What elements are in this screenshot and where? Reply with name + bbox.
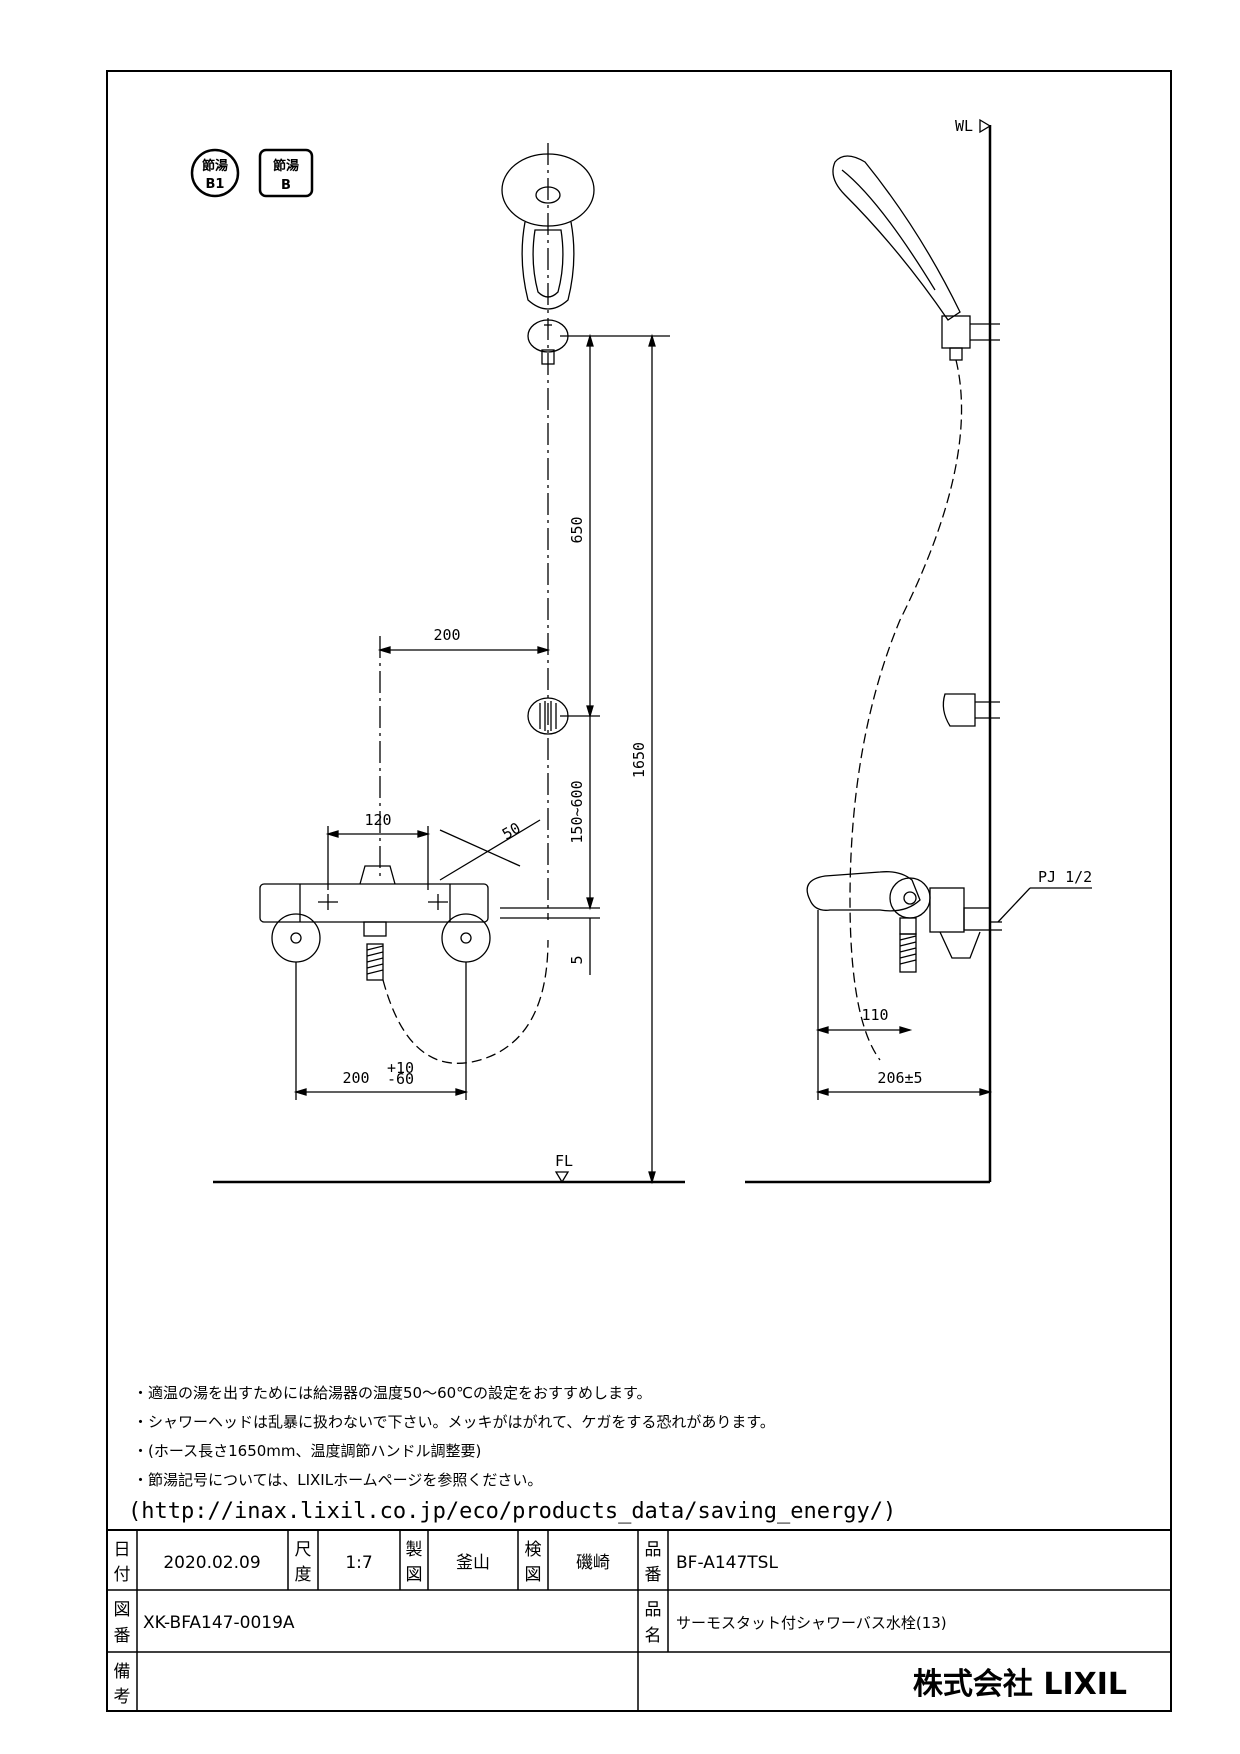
notes-block: ・適温の湯を出すためには給湯器の温度50～60℃の設定をおすすめします。 ・シャ…	[128, 1384, 896, 1524]
dim-50-label: 50	[499, 819, 524, 844]
shower-head-side	[832, 155, 961, 321]
product-name-value: サーモスタット付シャワーバス水栓(13)	[676, 1614, 947, 1632]
dim-1650-label: 1650	[630, 742, 648, 778]
wl-label: WL	[955, 117, 973, 135]
dim-650-label: 650	[568, 516, 586, 543]
drafter-label-2: 図	[406, 1565, 423, 1585]
date-label-1: 日	[114, 1540, 131, 1560]
remarks-label-2: 考	[114, 1687, 131, 1707]
mixer-body-front	[259, 865, 491, 981]
badge-b-top-text: 節湯	[273, 158, 299, 174]
drafter-value: 釜山	[456, 1553, 490, 1573]
scale-value: 1:7	[345, 1553, 372, 1573]
pj-leader	[997, 887, 1031, 923]
note-line-2: ・シャワーヘッドは乱暴に扱わないで下さい。メッキがはがれて、ケガをする恐れがあり…	[133, 1413, 775, 1431]
drafter-label-1: 製	[406, 1540, 423, 1560]
drawing-no-label-2: 番	[114, 1626, 131, 1646]
scale-label-2: 度	[295, 1565, 312, 1585]
dim-line-50	[439, 829, 521, 867]
note-line-1: ・適温の湯を出すためには給湯器の温度50～60℃の設定をおすすめします。	[133, 1384, 652, 1402]
setsuyu-b1-badge: 節湯 B1	[190, 148, 240, 198]
dim-200-tol-label: 200	[342, 1069, 369, 1087]
badge-b1-bottom-text: B1	[206, 177, 225, 192]
checker-label-1: 検	[525, 1540, 542, 1560]
dim-120-label: 120	[364, 811, 391, 829]
outer-frame	[106, 70, 1172, 1712]
dim-110-label: 110	[861, 1006, 888, 1024]
note-url: (http://inax.lixil.co.jp/eco/products_da…	[128, 1499, 896, 1524]
hose-side	[849, 359, 963, 1061]
date-value: 2020.02.09	[163, 1553, 260, 1573]
top-holder-side	[941, 315, 971, 349]
product-name-label-1: 品	[645, 1600, 662, 1620]
product-name-label-2: 名	[645, 1626, 662, 1646]
date-label-2: 付	[114, 1565, 131, 1585]
slide-holder-side	[942, 693, 976, 727]
badge-b1-top-text: 節湯	[202, 158, 228, 174]
checker-label-2: 図	[525, 1565, 542, 1585]
note-line-4: ・節湯記号については、LIXILホームページを参照ください。	[133, 1471, 542, 1489]
pj-label: PJ 1/2	[1038, 868, 1092, 886]
hose-loop-front	[382, 939, 549, 1064]
tol-minus-label: -60	[387, 1070, 414, 1088]
company-logo: 株式会社 LIXIL	[913, 1667, 1127, 1702]
front-view: FL	[213, 143, 685, 1185]
part-no-value: BF-A147TSL	[676, 1553, 778, 1573]
title-block	[107, 1529, 1171, 1711]
badge-b-bottom-text: B	[281, 178, 291, 193]
mixer-body-side	[806, 871, 1002, 973]
part-no-label-2: 番	[645, 1565, 662, 1585]
remarks-label-1: 備	[114, 1662, 131, 1682]
side-view: WL	[745, 117, 1092, 1184]
title-block-text: 日 付 2020.02.09 尺 度 1:7 製 図 釜山 検 図 磯崎 品 番…	[114, 1540, 1128, 1707]
tol-plus-label: +10	[387, 1059, 414, 1077]
scale-label-1: 尺	[295, 1540, 312, 1560]
shower-head-front	[501, 153, 595, 310]
drawing-no-label-1: 図	[114, 1600, 131, 1620]
checker-value: 磯崎	[576, 1553, 610, 1573]
fl-label: FL	[555, 1152, 573, 1170]
fl-marker	[554, 1171, 570, 1184]
drawing-no-value: XK-BFA147-0019A	[143, 1613, 295, 1633]
dim-150-600-label: 150~600	[568, 780, 586, 843]
dim-5-label: 5	[568, 955, 586, 964]
dim-200-label: 200	[433, 626, 460, 644]
note-line-3: ・(ホース長さ1650mm、温度調節ハンドル調整要)	[133, 1442, 481, 1460]
part-no-label-1: 品	[645, 1540, 662, 1560]
setsuyu-b-badge: 節湯 B	[258, 148, 314, 198]
dim-206-label: 206±5	[877, 1069, 922, 1087]
